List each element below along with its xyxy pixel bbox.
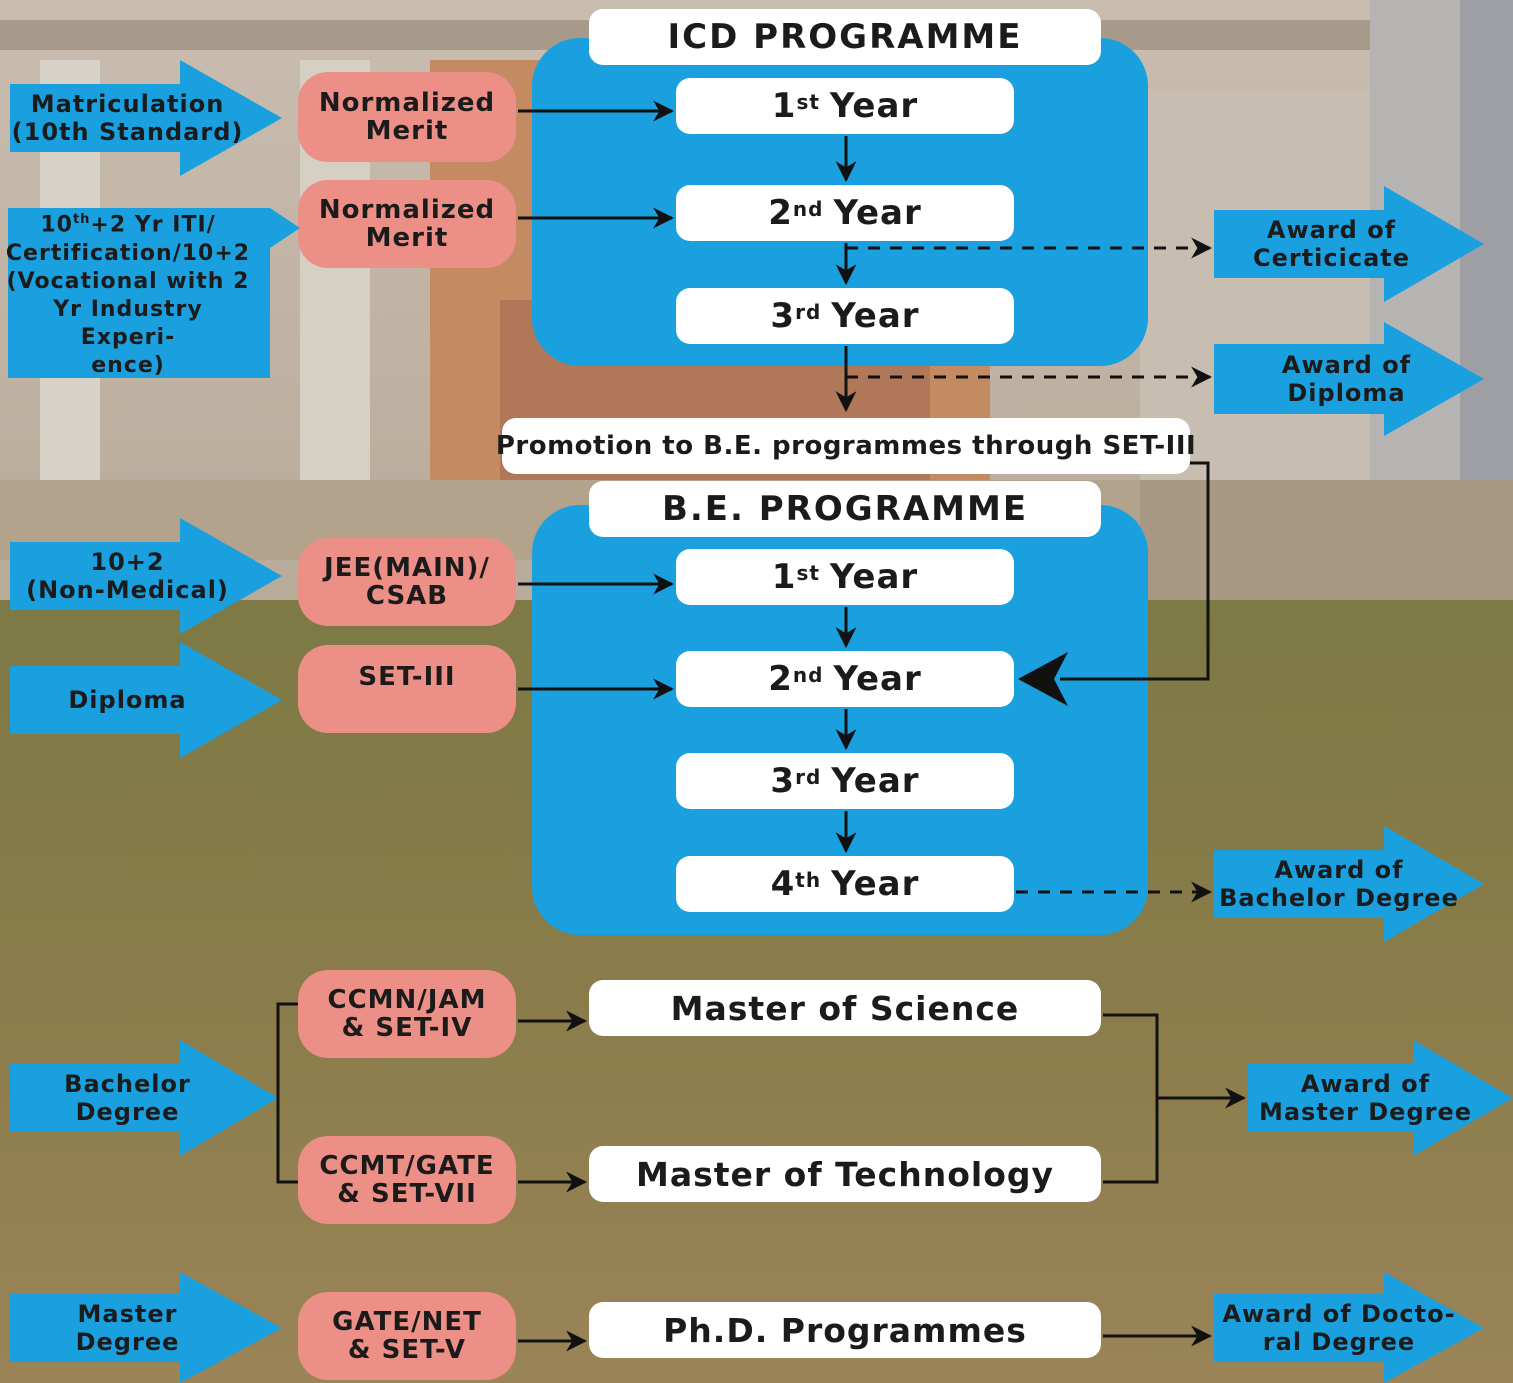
year-number: 1 (771, 86, 797, 126)
award-arrow-bachelor: Award of Bachelor Degree (1214, 826, 1484, 942)
year-word: Year (831, 761, 920, 801)
promotion-box: Promotion to B.E. programmes through SET… (496, 418, 1196, 474)
year-number: 1 (771, 557, 797, 597)
arrow-shape-icon (10, 518, 282, 634)
master-of-technology-box: Master of Technology (589, 1146, 1101, 1202)
arrow-shape-icon (1214, 322, 1484, 436)
arrow-shape-icon (8, 208, 300, 378)
award-label: Award of Docto- ral Degree (1222, 1299, 1456, 1356)
award-label: Award of Master Degree (1258, 1070, 1473, 1126)
arrow-shape-icon (1214, 186, 1484, 302)
arrow-shape-icon (10, 1040, 278, 1156)
entry-arrow-diploma: Diploma (10, 642, 282, 758)
phd-programmes-box: Ph.D. Programmes (589, 1302, 1101, 1358)
award-label: Award of Certicicate (1252, 216, 1411, 272)
year-word: Year (833, 659, 922, 699)
year-number: 2 (768, 193, 793, 233)
award-arrow-certificate: Award of Certicicate (1214, 186, 1484, 302)
iti-suffix: th (72, 212, 91, 228)
year-word: Year (831, 296, 920, 336)
award-label: Award of Diploma (1281, 351, 1412, 407)
entry-arrow-matriculation: Matriculation (10th Standard) (10, 60, 282, 176)
icd-programme-title: ICD PROGRAMME (589, 9, 1101, 65)
arrow-shape-icon (10, 642, 282, 758)
year-number: 3 (770, 296, 796, 336)
criteria-set-iii: SET-III (298, 645, 516, 733)
criteria-normalized-merit-1: Normalized Merit (298, 72, 516, 162)
arrow-shape-icon (1214, 826, 1484, 942)
year-word: Year (833, 193, 922, 233)
year-word: Year (831, 864, 920, 904)
be-programme-title: B.E. PROGRAMME (589, 481, 1101, 537)
entry-label: Diploma (68, 686, 187, 714)
entry-arrow-iti: 10th+2 Yr ITI/ Certification/10+2 (Vocat… (5, 208, 300, 378)
criteria-gate-net: GATE/NET & SET-V (298, 1292, 516, 1380)
iti-text: +2 Yr ITI/ Certification/10+2 (Vocationa… (5, 212, 251, 378)
award-arrow-diploma: Award of Diploma (1214, 322, 1484, 436)
criteria-ccmt-gate: CCMT/GATE & SET-VII (298, 1136, 516, 1224)
year-number: 4 (770, 864, 796, 904)
entry-arrow-master: Master Degree (10, 1272, 282, 1383)
entry-label: Master Degree (75, 1299, 180, 1356)
year-word: Year (829, 86, 919, 126)
year-number: 2 (768, 659, 793, 699)
entry-arrow-ten-plus-two: 10+2 (Non-Medical) (10, 518, 282, 634)
entry-label: Matriculation (10th Standard) (11, 90, 244, 146)
criteria-jee-csab: JEE(MAIN)/ CSAB (298, 538, 516, 626)
master-of-science-box: Master of Science (589, 980, 1101, 1036)
arrow-shape-icon (1214, 1272, 1484, 1383)
entry-arrow-bachelor: Bachelor Degree (10, 1040, 278, 1156)
arrow-shape-icon (10, 60, 282, 176)
entry-label: 10+2 (Non-Medical) (26, 548, 229, 604)
arrow-shape-icon (10, 1272, 282, 1383)
award-arrow-master: Award of Master Degree (1248, 1040, 1513, 1156)
year-word: Year (829, 557, 919, 597)
award-arrow-doctoral: Award of Docto- ral Degree (1214, 1272, 1484, 1383)
award-label: Award of Bachelor Degree (1219, 856, 1459, 912)
criteria-normalized-merit-2: Normalized Merit (298, 180, 516, 268)
iti-prefix: 10 (40, 212, 73, 238)
entry-label: Bachelor Degree (64, 1070, 191, 1126)
criteria-ccmn-jam: CCMN/JAM & SET-IV (298, 970, 516, 1058)
arrow-shape-icon (1248, 1040, 1513, 1156)
year-number: 3 (770, 761, 796, 801)
entry-label: 10th+2 Yr ITI/ Certification/10+2 (Vocat… (5, 208, 251, 378)
